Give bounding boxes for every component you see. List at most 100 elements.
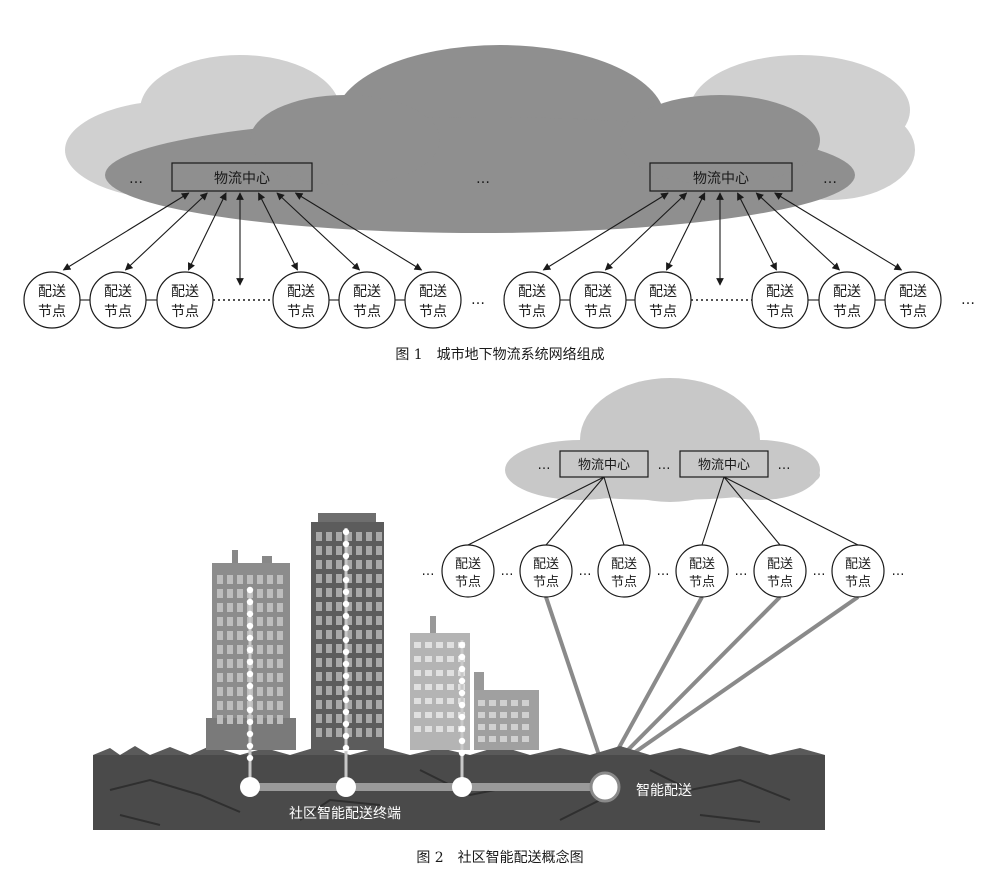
node-label-line2: 节点 — [833, 304, 861, 320]
node-label-line2: 节点 — [353, 304, 381, 320]
fig2-tree-line — [723, 476, 859, 546]
node-label-line1: 配送 — [171, 284, 199, 300]
fig1-center-left-label: 物流中心 — [214, 171, 270, 187]
fig2-nodes: 配送节点配送节点配送节点配送节点配送节点配送节点………………… — [422, 544, 905, 598]
fig2-row-ellipsis: … — [422, 564, 435, 579]
fig1-arrow — [62, 192, 190, 271]
node-label-line1: 配送 — [833, 284, 861, 300]
fig2-row-ellipsis: … — [657, 564, 670, 579]
fig2-delivery-line — [603, 595, 860, 775]
fig1-arrow — [774, 192, 903, 271]
node-label-line1: 配送 — [455, 557, 481, 572]
fig1-cloud-ellipsis-3: … — [823, 171, 837, 187]
fig2-center-right-label: 物流中心 — [698, 458, 750, 473]
building-right — [410, 616, 539, 750]
node-label-line2: 节点 — [455, 575, 481, 590]
fig2-cloud-ellipsis-2: … — [658, 458, 671, 473]
node-label-line2: 节点 — [689, 575, 715, 590]
fig2-row-ellipsis: … — [579, 564, 592, 579]
node-label-line1: 配送 — [518, 284, 546, 300]
fig1-arrow — [665, 192, 706, 271]
terminal-node-3 — [452, 777, 472, 797]
smart-delivery-node — [589, 771, 621, 803]
fig2-lines — [467, 476, 860, 775]
node-label-line1: 配送 — [584, 284, 612, 300]
fig1-cloud-ellipsis-1: … — [129, 171, 143, 187]
fig2-tree-line — [603, 476, 625, 546]
fig1-center-right: 物流中心 — [649, 162, 793, 192]
fig2-cloud-ellipsis-3: … — [778, 458, 791, 473]
terminal-network — [240, 528, 621, 803]
node-label-line1: 配送 — [689, 557, 715, 572]
terminal-label: 社区智能配送终端 — [289, 806, 401, 822]
fig2-tree-line — [545, 476, 605, 546]
fig1-arrow — [294, 192, 423, 271]
figure1-cloud — [65, 45, 915, 233]
figure2-caption: 图 2 社区智能配送概念图 — [416, 849, 583, 866]
fig2-tree-line — [467, 476, 605, 546]
figure2-cloud — [505, 378, 820, 502]
fig2-row-ellipsis: … — [892, 564, 905, 579]
node-label-line1: 配送 — [533, 557, 559, 572]
node-label-line1: 配送 — [287, 284, 315, 300]
node-label-line1: 配送 — [899, 284, 927, 300]
figure1-caption: 图 1 城市地下物流系统网络组成 — [395, 346, 604, 363]
node-label-line2: 节点 — [611, 575, 637, 590]
fig1-row-ellipsis: … — [961, 292, 975, 308]
fig1-row-ellipsis: … — [471, 292, 485, 308]
node-label-line1: 配送 — [353, 284, 381, 300]
node-label-line2: 节点 — [287, 304, 315, 320]
node-label-line1: 配送 — [649, 284, 677, 300]
fig2-delivery-line — [544, 596, 607, 774]
node-label-line2: 节点 — [533, 575, 559, 590]
fig2-tree-line — [723, 476, 781, 546]
node-label-line1: 配送 — [767, 557, 793, 572]
terminal-node-1 — [240, 777, 260, 797]
node-label-line2: 节点 — [104, 304, 132, 320]
node-label-line2: 节点 — [419, 304, 447, 320]
fig2-tree-line — [701, 476, 725, 546]
node-label-line2: 节点 — [584, 304, 612, 320]
fig1-arrows — [62, 192, 903, 301]
fig2-delivery-line — [603, 596, 704, 774]
node-label-line2: 节点 — [649, 304, 677, 320]
node-label-line2: 节点 — [171, 304, 199, 320]
fig2-center-left-label: 物流中心 — [578, 458, 630, 473]
node-label-line1: 配送 — [104, 284, 132, 300]
node-label-line1: 配送 — [845, 557, 871, 572]
node-label-line1: 配送 — [611, 557, 637, 572]
fig2-row-ellipsis: … — [735, 564, 748, 579]
fig1-center-left: 物流中心 — [171, 162, 313, 192]
node-label-line2: 节点 — [767, 575, 793, 590]
fig1-center-right-label: 物流中心 — [693, 171, 749, 187]
fig2-row-ellipsis: … — [813, 564, 826, 579]
node-label-line2: 节点 — [518, 304, 546, 320]
fig1-arrow — [187, 192, 227, 271]
node-label-line2: 节点 — [845, 575, 871, 590]
node-label-line2: 节点 — [899, 304, 927, 320]
fig2-cloud-ellipsis-1: … — [538, 458, 551, 473]
fig2-delivery-line — [603, 595, 782, 775]
node-label-line2: 节点 — [38, 304, 66, 320]
terminal-node-2 — [336, 777, 356, 797]
